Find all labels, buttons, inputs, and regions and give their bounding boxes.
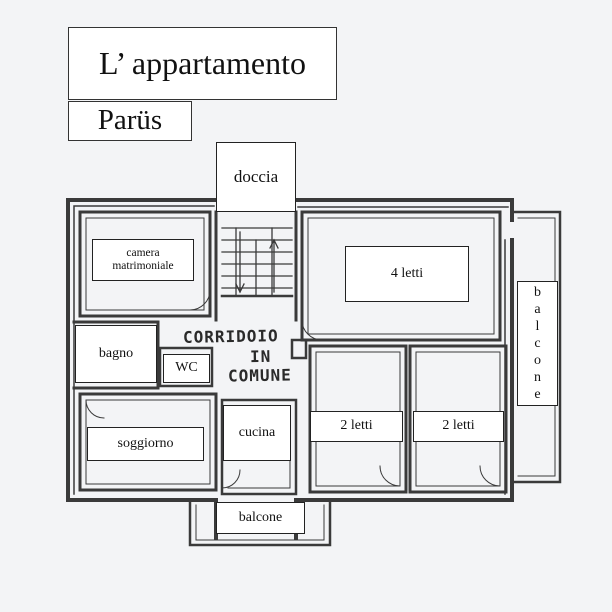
outer-wall-inner [73,205,215,495]
page-title: L’ appartamento [68,27,337,100]
wall-2-letti-b [408,344,508,494]
room-label-balcone-bottom: balcone [216,502,305,534]
door-arc [189,289,211,311]
door-arc [301,319,323,341]
outer-wall-top-right [294,198,514,222]
room-label-soggiorno: soggiorno [87,427,204,461]
wall-4-letti [300,210,502,342]
corridor-label-line1: CORRIDOIO [182,326,279,347]
room-label-2-letti-b: 2 letti [413,411,504,442]
room-label-doccia: doccia [216,142,296,212]
wall-cucina [220,398,298,496]
room-label-wc: WC [163,354,210,383]
room-label-camera-line2: matrimoniale [112,260,174,272]
door-arc [379,465,401,487]
balcone-side-letter: b [534,285,541,300]
page-subtitle: Parüs [68,101,192,141]
balcone-side-letter: a [534,302,541,317]
balcone-side-letter: e [534,387,541,402]
bottom-balcony-outline [188,498,332,547]
wall-camera [78,210,212,318]
side-balcony-outline [513,210,562,484]
wall-soggiorno [78,392,218,492]
room-label-camera-line1: camera [126,246,160,259]
room-label-2-letti-a: 2 letti [310,411,403,442]
corridor-pillar [290,338,308,360]
room-label-cucina: cucina [223,405,291,461]
balcone-side-letter: o [534,353,541,368]
wall-bagno [72,320,160,390]
balcone-side-letter: l [535,319,540,334]
room-label-camera-matrimoniale: camera matrimoniale [92,239,194,281]
room-label-4-letti: 4 letti [345,246,469,302]
door-arc [221,469,241,489]
wall-wc [158,346,214,388]
corridor-label-line3: COMUNE [227,365,292,386]
room-label-bagno: bagno [75,325,157,383]
staircase [220,227,294,298]
balcone-side-letter: c [534,336,541,351]
balcone-side-letter: n [534,370,541,385]
wall-2-letti-a [308,344,408,494]
corridor-label-line2: IN [249,346,272,367]
door-arc [479,465,501,487]
door-arc [85,399,105,419]
